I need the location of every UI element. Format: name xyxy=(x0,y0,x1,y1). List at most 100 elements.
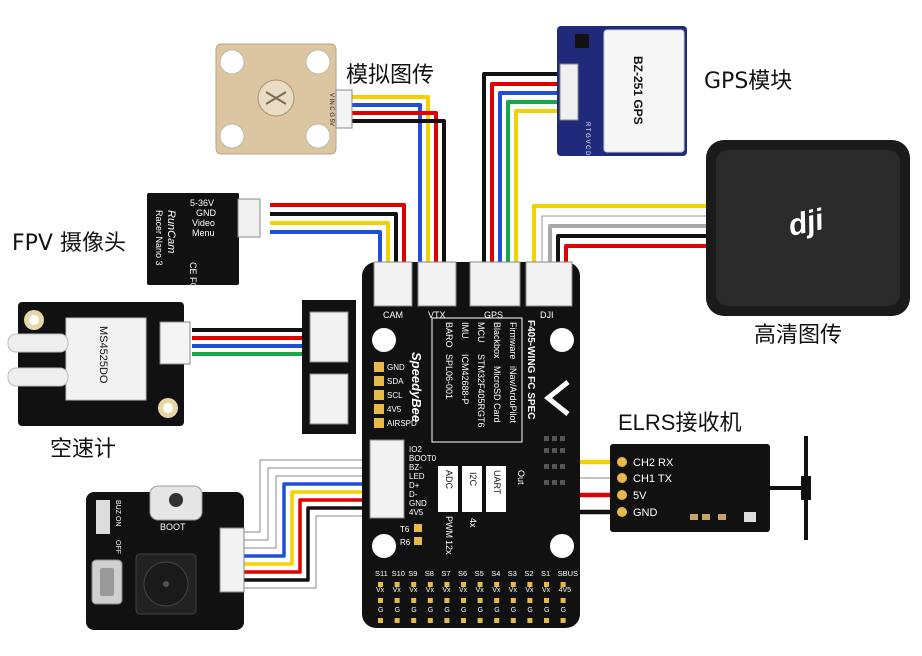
fc-direction-chevron xyxy=(543,380,570,416)
servo-pad xyxy=(411,598,417,603)
servo-pad xyxy=(527,598,533,603)
servo-pad xyxy=(427,618,433,623)
servo-pad xyxy=(461,618,466,623)
label-fpv-camera: FPV 摄像头 xyxy=(12,231,126,256)
port-gps: GPS xyxy=(484,310,503,320)
fc-usb-pins: IO2 BOOT0 BZ- LED D+ D- GND 4V5 xyxy=(409,445,437,517)
servo-v-s11: Vx xyxy=(376,587,385,594)
feature-3: PWM xyxy=(444,516,454,538)
port-cam: CAM xyxy=(383,310,403,320)
usb-pin-3: LED xyxy=(409,472,425,481)
servo-g-s7: G xyxy=(444,607,449,614)
servo-pad xyxy=(527,618,533,623)
servo-pad xyxy=(444,582,450,587)
servo-label-s5: S5 xyxy=(475,569,484,578)
servo-pad xyxy=(510,618,516,623)
spec-val-3: ICM42688-P xyxy=(460,354,470,405)
analog-vtx: V IN C G 5V xyxy=(215,43,353,155)
camera-pin-0: 5-36V xyxy=(190,198,214,208)
servo-pad xyxy=(510,582,516,587)
servo-v-s5: Vx xyxy=(476,587,485,594)
servo-g-s5: G xyxy=(478,607,483,614)
servo-pad xyxy=(510,598,516,603)
servo-label-s10: S10 xyxy=(392,569,405,578)
feature-2: ADC xyxy=(444,470,454,490)
servo-v-s2: Vx xyxy=(525,587,534,594)
i2c-pin-4: AIRSPD xyxy=(387,419,417,428)
fc-right-header xyxy=(544,436,565,485)
elrs-receiver: CH2 RX CH1 TX 5V GND xyxy=(610,436,811,540)
servo-pad xyxy=(461,598,466,603)
airspeed-sensor: MS4525DO xyxy=(7,302,191,426)
dji-logo: dji xyxy=(786,203,828,243)
servo-pad xyxy=(544,582,549,587)
fc-top-ports: CAM VTX GPS DJI xyxy=(373,261,573,320)
buzzer-off-label: OFF xyxy=(114,540,121,554)
servo-g-s8: G xyxy=(428,607,433,614)
buzzer-buz-label: BUZ ON xyxy=(114,500,121,526)
pad-t6: T6 xyxy=(400,525,410,534)
spec-key-4: BARO xyxy=(444,322,454,348)
buzzer-usb-module: BOOT BUZ ON OFF xyxy=(86,485,245,630)
elrs-pin-2: 5V xyxy=(633,490,647,502)
wires-camera xyxy=(270,203,406,262)
servo-v-s8: Vx xyxy=(426,587,435,594)
servo-v-s3: Vx xyxy=(509,587,518,594)
servo-v-s6: Vx xyxy=(459,587,468,594)
usb-pin-4: D+ xyxy=(409,481,420,490)
servo-pad xyxy=(560,582,566,587)
gps-module: BZ-251 GPS R T G V C D xyxy=(557,26,687,156)
servo-label-s8: S8 xyxy=(425,569,434,578)
label-airspeed: 空速计 xyxy=(50,437,116,462)
servo-g-s10: G xyxy=(395,607,400,614)
servo-label-sbus: SBUS xyxy=(558,569,578,578)
wires-vtx xyxy=(352,95,446,262)
servo-pad xyxy=(494,582,500,587)
servo-g-sbus: G xyxy=(561,607,566,614)
servo-pad xyxy=(444,618,450,623)
gps-model: BZ-251 GPS xyxy=(631,56,645,125)
spec-val-1: MicroSD Card xyxy=(492,366,502,423)
servo-pad xyxy=(560,618,566,623)
servo-g-s2: G xyxy=(527,607,532,614)
servo-g-s6: G xyxy=(461,607,466,614)
servo-v-s7: Vx xyxy=(442,587,451,594)
usb-pin-0: IO2 xyxy=(409,445,422,454)
wires-gps xyxy=(482,72,560,262)
spec-key-3: IMU xyxy=(460,322,470,339)
servo-pad xyxy=(394,582,400,587)
feature-4: Out xyxy=(516,470,526,485)
i2c-breakout xyxy=(302,300,356,434)
servo-pad xyxy=(477,582,483,587)
fc-servo-header: S11VxGS10VxGS9VxGS8VxGS7VxGS6VxGS5VxGS4V… xyxy=(375,569,578,623)
flight-controller: CAM VTX GPS DJI SpeedyBee F405-WING FC S… xyxy=(362,261,580,628)
servo-pad xyxy=(494,618,500,623)
servo-pad xyxy=(427,582,433,587)
servo-v-s4: Vx xyxy=(492,587,501,594)
usb-pin-1: BOOT0 xyxy=(409,454,437,463)
servo-v-s10: Vx xyxy=(393,587,402,594)
feature-1: I2C xyxy=(468,472,478,487)
servo-label-s9: S9 xyxy=(408,569,417,578)
servo-label-s1: S1 xyxy=(541,569,550,578)
servo-label-s7: S7 xyxy=(441,569,450,578)
i2c-pin-3: 4V5 xyxy=(387,405,402,414)
camera-model: Racer Nano 3 xyxy=(154,210,164,266)
usb-pin-7: 4V5 xyxy=(409,508,424,517)
servo-pad xyxy=(378,582,383,587)
usb-pin-2: BZ- xyxy=(409,463,422,472)
label-hd-vtx: 高清图传 xyxy=(754,323,842,348)
elrs-pin-1: CH1 TX xyxy=(633,473,673,485)
gps-pin-text: R T G V C D xyxy=(584,122,590,156)
wires-airspeed xyxy=(192,328,306,356)
fc-i2c-pads: GND SDA SCL 4V5 AIRSPD xyxy=(374,362,417,428)
servo-pad xyxy=(378,618,383,623)
vtx-pin-text: V IN C G 5V xyxy=(328,93,334,126)
dji-hd-vtx: dji xyxy=(706,140,910,316)
servo-pad xyxy=(477,618,483,623)
usb-pin-6: GND xyxy=(409,499,427,508)
servo-v-s9: Vx xyxy=(409,587,418,594)
servo-label-s2: S2 xyxy=(524,569,533,578)
servo-pad xyxy=(394,618,400,623)
